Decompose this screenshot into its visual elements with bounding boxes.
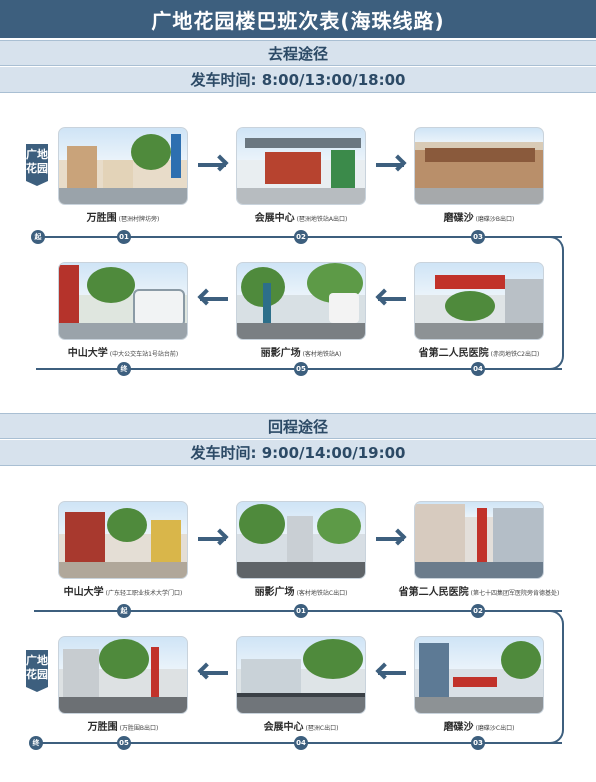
- stop-label: 省第二人民医院(赤岗地铁C2出口): [418, 348, 540, 359]
- stop-dot: 01: [294, 604, 308, 618]
- stop-dot: 01: [117, 230, 131, 244]
- arrow-right-icon: [374, 154, 408, 176]
- stop-label: 中山大学(中大公交车站1号站台前): [67, 348, 179, 359]
- stop-dot: 02: [471, 604, 485, 618]
- stop-photo: [414, 127, 544, 205]
- return-depart-time: 发车时间: 9:00/14:00/19:00: [0, 440, 596, 466]
- return-depart-times: 9:00/14:00/19:00: [261, 443, 406, 462]
- end-dot: 终: [117, 362, 131, 376]
- stop-label: 磨碟沙(磨碟沙B出口): [443, 213, 515, 224]
- outbound-depart-time: 发车时间: 8:00/13:00/18:00: [0, 67, 596, 93]
- outbound-route: 广地花园 起 01 02 03 04 05 终 万胜围(琶洲村牌坊旁) 会展中心…: [0, 100, 596, 376]
- start-dot: 起: [31, 230, 45, 244]
- stop-label: 丽影广场(客村地铁站C出口): [254, 587, 348, 598]
- stop-label: 中山大学(广东轻工职业技术大学门口): [63, 587, 183, 598]
- stop-dot: 04: [471, 362, 485, 376]
- stop-dot: 05: [294, 362, 308, 376]
- stop-dot: 02: [294, 230, 308, 244]
- outbound-depart-label: 发车时间: [190, 71, 251, 89]
- stop-dot: 03: [471, 230, 485, 244]
- stop-dot: 03: [471, 736, 485, 750]
- arrow-right-icon: [374, 528, 408, 550]
- stop-label: 会展中心(琶洲C出口): [263, 722, 339, 733]
- stop-label: 万胜围(万胜围B出口): [87, 722, 159, 733]
- arrow-right-icon: [196, 154, 230, 176]
- stop-photo: [236, 127, 366, 205]
- arrow-left-icon: [374, 288, 408, 310]
- stop-dot: 04: [294, 736, 308, 750]
- outbound-depart-times: 8:00/13:00/18:00: [261, 70, 406, 89]
- stop-photo: [58, 262, 188, 340]
- end-dot: 终: [29, 736, 43, 750]
- outbound-heading: 去程途径: [0, 40, 596, 66]
- stop-photo: [58, 636, 188, 714]
- stop-photo: [236, 262, 366, 340]
- stop-label: 磨碟沙(磨碟沙C出口): [443, 722, 515, 733]
- stop-label: 万胜围(琶洲村牌坊旁): [86, 213, 160, 224]
- arrow-left-icon: [374, 662, 408, 684]
- arrow-left-icon: [196, 288, 230, 310]
- page-title: 广地花园楼巴班次表(海珠线路): [0, 0, 596, 38]
- origin-tag: 广地花园: [26, 144, 48, 186]
- stop-photo: [58, 127, 188, 205]
- stop-photo: [414, 501, 544, 579]
- return-route: 广地花园 起 01 02 03 04 05 终 中山大学(广东轻工职业技术大学门…: [0, 474, 596, 750]
- arrow-left-icon: [196, 662, 230, 684]
- stop-dot: 05: [117, 736, 131, 750]
- stop-photo: [58, 501, 188, 579]
- return-depart-label: 发车时间: [190, 444, 251, 462]
- origin-tag: 广地花园: [26, 650, 48, 692]
- stop-photo: [414, 262, 544, 340]
- start-dot: 起: [117, 604, 131, 618]
- stop-photo: [414, 636, 544, 714]
- stop-label: 省第二人民医院(第七十四集团军医院旁肯德基处): [398, 587, 560, 598]
- stop-label: 会展中心(琶洲地铁站A出口): [254, 213, 348, 224]
- stop-label: 丽影广场(客村地铁站A): [260, 348, 342, 359]
- arrow-right-icon: [196, 528, 230, 550]
- stop-photo: [236, 636, 366, 714]
- stop-photo: [236, 501, 366, 579]
- return-heading: 回程途径: [0, 413, 596, 439]
